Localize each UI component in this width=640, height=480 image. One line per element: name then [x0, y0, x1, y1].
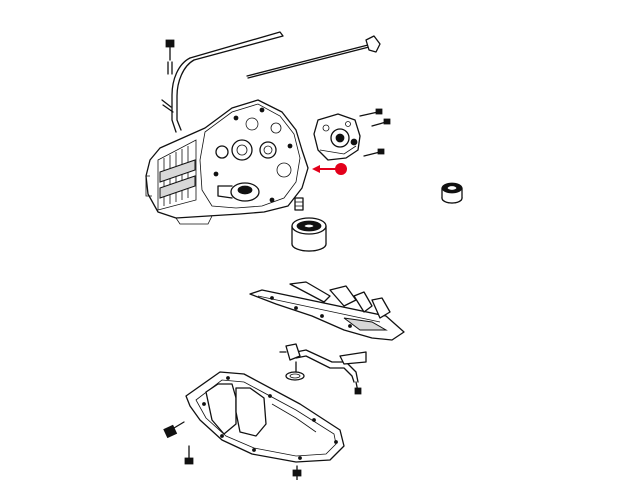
- pan-bolt: [184, 445, 194, 465]
- oil-filter-adapter: [294, 197, 304, 211]
- pan-bolt-lower: [292, 465, 302, 480]
- callout-marker: [312, 163, 347, 175]
- windage-tray: [249, 281, 405, 341]
- oil-pump: [313, 108, 391, 161]
- oil-filter: [291, 217, 327, 252]
- oil-pickup-tube: [279, 343, 367, 395]
- oil-filler-cap: [441, 182, 463, 204]
- dipstick: [246, 35, 381, 79]
- engine-block: [145, 99, 309, 225]
- drain-plug: [163, 421, 185, 439]
- oil-pan: [185, 371, 345, 463]
- dipstick-tube: [161, 31, 284, 133]
